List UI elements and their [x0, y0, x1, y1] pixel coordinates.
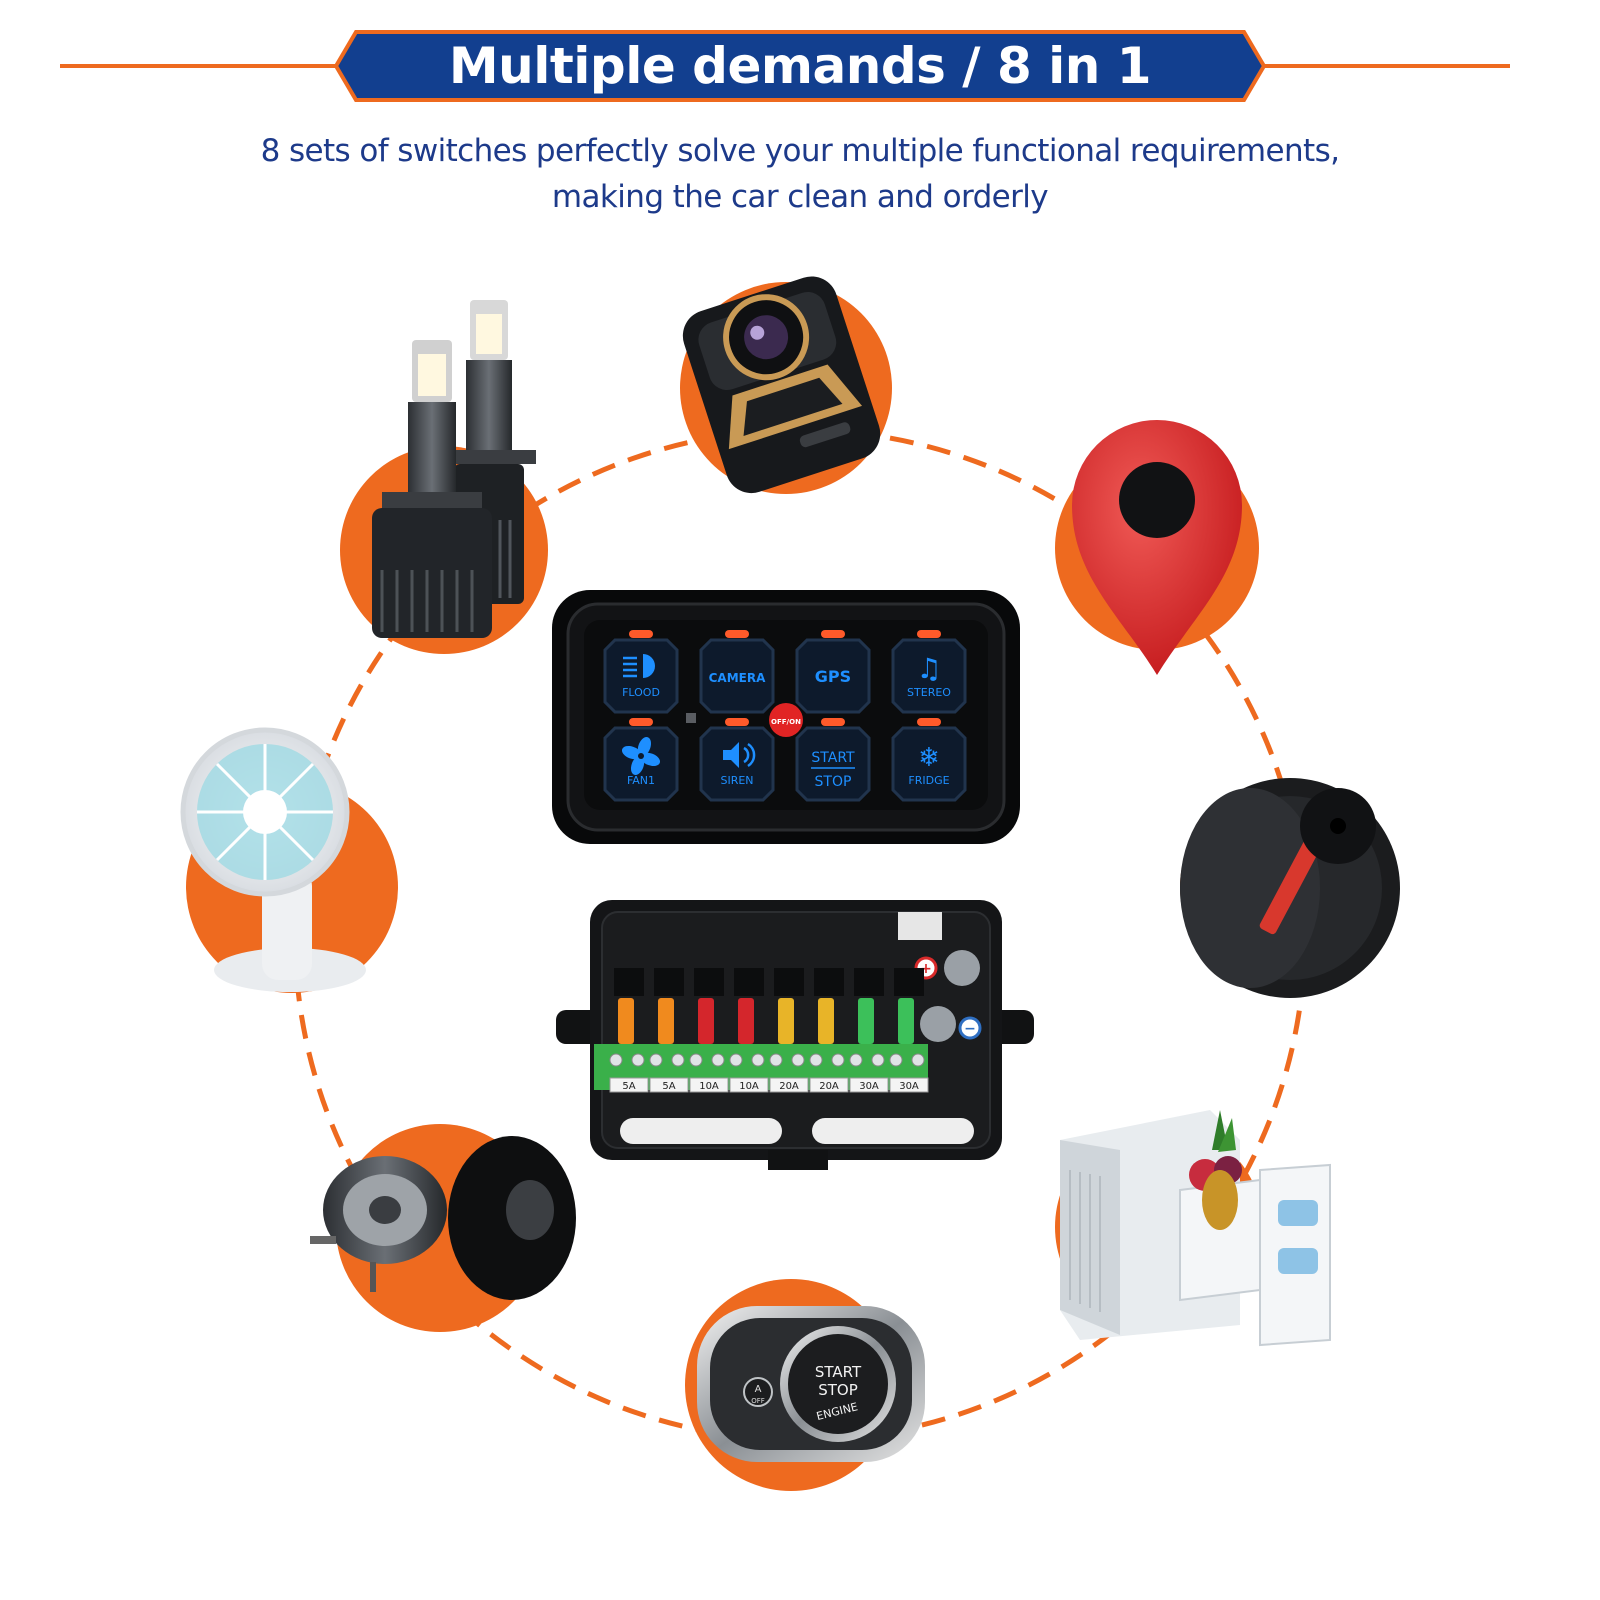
fuse-2: 5A	[649, 968, 689, 1093]
switch-label: FLOOD	[622, 686, 660, 699]
power-button-label: OFF/ON	[771, 718, 801, 726]
indicator-led	[821, 630, 845, 638]
switch-panel: FLOOD CAMERA GPS ♫STEREO FAN1 SIREN START STOP ❄…	[552, 590, 1020, 844]
terminal-plus-label: +	[920, 961, 932, 977]
banner-shape	[334, 30, 1266, 102]
car-speaker-icon	[1180, 778, 1400, 998]
switch-label-2: STOP	[815, 774, 852, 790]
switch-label: FRIDGE	[908, 774, 949, 787]
switch-label: GPS	[815, 667, 851, 686]
fuse-3: 10A	[689, 968, 729, 1093]
map-pin-icon	[1072, 420, 1242, 675]
speaker-icon	[723, 742, 756, 768]
auto-off-label: OFF	[751, 1397, 765, 1405]
switch-button-fridge[interactable]: ❄FRIDGE	[891, 718, 967, 802]
fuse-rating-label: 20A	[779, 1081, 799, 1092]
svg-text:♫: ♫	[916, 652, 941, 685]
page-title: Multiple demands / 8 in 1	[448, 37, 1152, 95]
subtitle-line-2: making the car clean and orderly	[551, 179, 1049, 215]
fuse-4: 10A	[729, 968, 769, 1093]
fan-icon	[621, 736, 661, 776]
indicator-led	[725, 718, 749, 726]
music-note-icon: ♫	[916, 652, 941, 685]
fuse-5: 20A	[769, 968, 809, 1093]
start-line2: STOP	[818, 1381, 858, 1399]
fuse-rating-label: 30A	[859, 1081, 879, 1092]
fuse-8: 30A	[889, 968, 929, 1093]
snowflake-icon: ❄	[918, 743, 940, 773]
switch-label: START	[811, 750, 855, 766]
subtitle: 8 sets of switches perfectly solve your …	[100, 128, 1500, 220]
fridge-icon	[1060, 1110, 1331, 1347]
switch-label: CAMERA	[709, 671, 766, 685]
relay-box: + − 5A 5A 10A 10A 20A 20A 30A 30A	[556, 900, 1034, 1170]
fuse-rating-label: 30A	[899, 1081, 919, 1092]
floodlight-icon	[623, 654, 655, 678]
switch-button-gps[interactable]: GPS	[795, 630, 871, 714]
indicator-led	[821, 718, 845, 726]
start-line1: START	[815, 1363, 862, 1381]
switch-button-fan1[interactable]: FAN1	[603, 718, 679, 802]
switch-button-camera[interactable]: CAMERA	[699, 630, 775, 714]
subtitle-line-1: 8 sets of switches perfectly solve your …	[260, 133, 1340, 169]
auto-off-letter: A	[755, 1384, 762, 1395]
fuse-rating-label: 10A	[699, 1081, 719, 1092]
power-button[interactable]	[769, 703, 803, 737]
start-button-icon: START STOP ENGINE A OFF	[697, 1306, 925, 1462]
svg-text:❄: ❄	[918, 743, 940, 773]
fuse-6: 20A	[809, 968, 849, 1093]
indicator-led	[725, 630, 749, 638]
fuse-7: 30A	[849, 968, 889, 1093]
switch-button-flood[interactable]: FLOOD	[603, 630, 679, 714]
switch-label: SIREN	[720, 774, 753, 787]
fuse-1: 5A	[609, 968, 649, 1093]
terminal-minus-icon	[958, 1016, 982, 1040]
fuse-rating-label: 20A	[819, 1081, 839, 1092]
switch-button-stereo[interactable]: ♫STEREO	[891, 630, 967, 714]
switch-label: STEREO	[907, 686, 951, 699]
title-banner: Multiple demands / 8 in 1	[334, 30, 1266, 102]
fuse-rating-label: 5A	[622, 1081, 635, 1092]
headlight-bulb-icon	[372, 300, 536, 638]
switch-button-start[interactable]: START STOP	[795, 718, 871, 802]
fuse-rating-label: 10A	[739, 1081, 759, 1092]
switch-label: FAN1	[627, 774, 655, 787]
horn-icon	[310, 1136, 576, 1300]
terminal-minus-label: −	[964, 1021, 976, 1037]
indicator-led	[629, 718, 653, 726]
indicator-led	[917, 630, 941, 638]
indicator-led	[629, 630, 653, 638]
dashcam-icon	[682, 276, 881, 494]
header-line-left	[60, 64, 340, 68]
header-line-right	[1260, 64, 1510, 68]
fan-icon	[180, 727, 366, 992]
fuse-rating-label: 5A	[662, 1081, 675, 1092]
switch-button-siren[interactable]: SIREN	[699, 718, 775, 802]
panel-sensor	[686, 713, 696, 723]
indicator-led	[917, 718, 941, 726]
